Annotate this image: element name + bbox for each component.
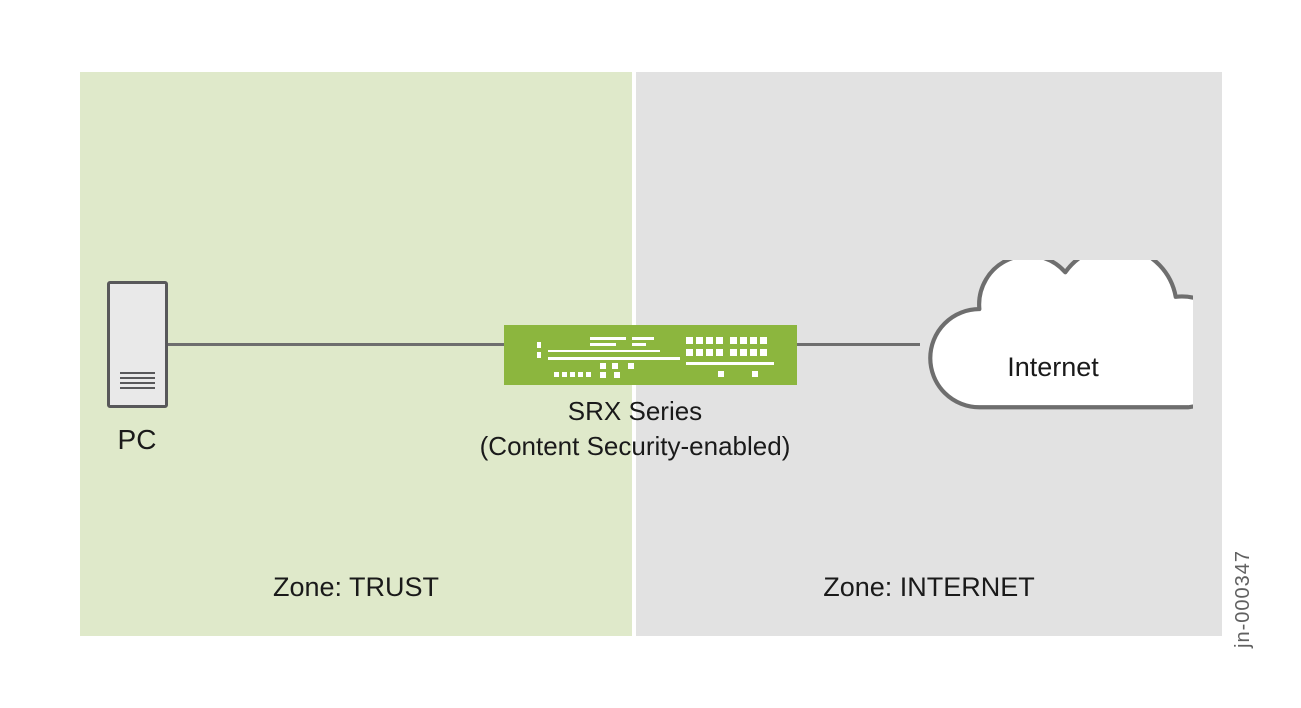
internet-cloud-icon: Internet	[913, 244, 1240, 422]
figure-id-label: jn-000347	[1232, 550, 1254, 648]
srx-label-line2: (Content Security-enabled)	[479, 431, 791, 461]
srx-faceplate-graphic	[504, 325, 797, 385]
cable-srx-to-cloud	[797, 343, 920, 346]
srx-label: SRX Series (Content Security-enabled)	[425, 394, 845, 464]
srx-label-line1: SRX Series	[567, 396, 703, 426]
pc-label: PC	[117, 424, 157, 455]
pc-tower-icon	[107, 281, 168, 408]
trust-zone-label: Zone: TRUST	[272, 572, 440, 602]
internet-zone-label: Zone: INTERNET	[823, 572, 1035, 602]
srx-device-icon	[504, 325, 797, 385]
pc-vents	[120, 372, 155, 389]
cloud-shape	[928, 244, 1240, 410]
cable-pc-to-srx	[168, 343, 504, 346]
internet-cloud-label: Internet	[1007, 352, 1099, 382]
